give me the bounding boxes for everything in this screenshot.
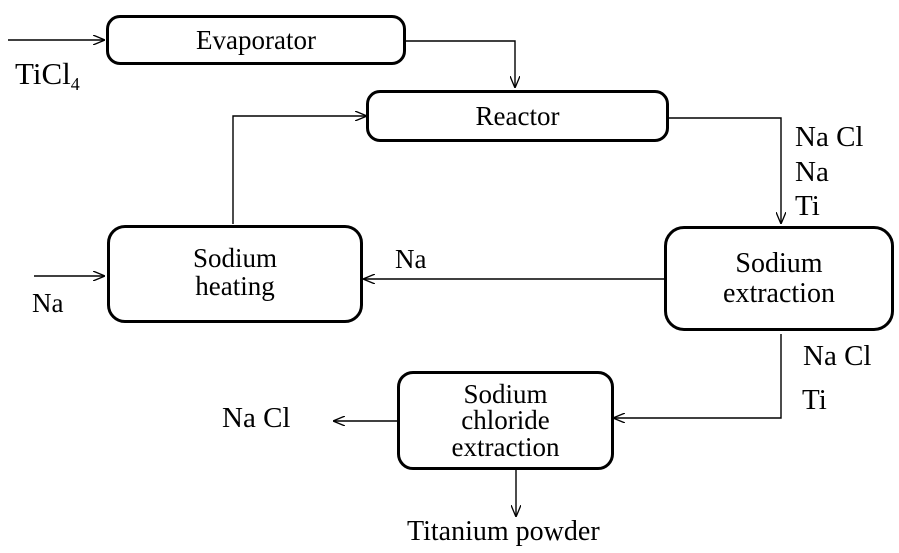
- ticl4-label: TiCl4: [15, 56, 80, 94]
- na-input-label: Na: [32, 288, 64, 318]
- reactor-label: Reactor: [475, 100, 560, 131]
- sodium-extraction-label-line-2: extraction: [723, 277, 835, 309]
- nacl-output-label: Na Cl: [222, 402, 291, 434]
- titanium-powder-label: Titanium powder: [407, 516, 600, 547]
- evaporator-box: Evaporator: [106, 15, 406, 65]
- sodium-chloride-extraction-box: Sodium chloride extraction: [397, 371, 614, 470]
- sodium-heating-label-line-2: heating: [195, 271, 275, 302]
- sodium-extraction-box: Sodium extraction: [664, 226, 894, 331]
- sodium-heating-label-line-1: Sodium: [192, 243, 278, 273]
- sodium-heating-box: Sodium heating: [107, 225, 363, 323]
- chloride-extraction-label-line-1: Sodium: [463, 378, 548, 409]
- reactor-output-ti-label: Ti: [795, 190, 820, 222]
- reactor-output-nacl-label: Na Cl: [795, 121, 864, 153]
- sodium-extraction-label-line-1: Sodium: [735, 248, 823, 280]
- extraction-output-ti-label: Ti: [802, 384, 827, 416]
- evaporator-label: Evaporator: [196, 24, 316, 55]
- extraction-output-nacl-label: Na Cl: [803, 340, 872, 372]
- arrow-reactor-to-extraction: [668, 117, 781, 223]
- chloride-extraction-label-line-3: extraction: [451, 431, 560, 462]
- na-recycle-label: Na: [395, 244, 427, 274]
- arrow-heating-to-reactor: [232, 116, 366, 224]
- arrow-evaporator-to-reactor: [405, 40, 515, 87]
- reactor-box: Reactor: [366, 90, 669, 142]
- chloride-extraction-label-line-2: chloride: [461, 405, 550, 436]
- arrow-extraction-to-chloride-extraction: [614, 334, 782, 418]
- reactor-output-na-label: Na: [795, 156, 829, 188]
